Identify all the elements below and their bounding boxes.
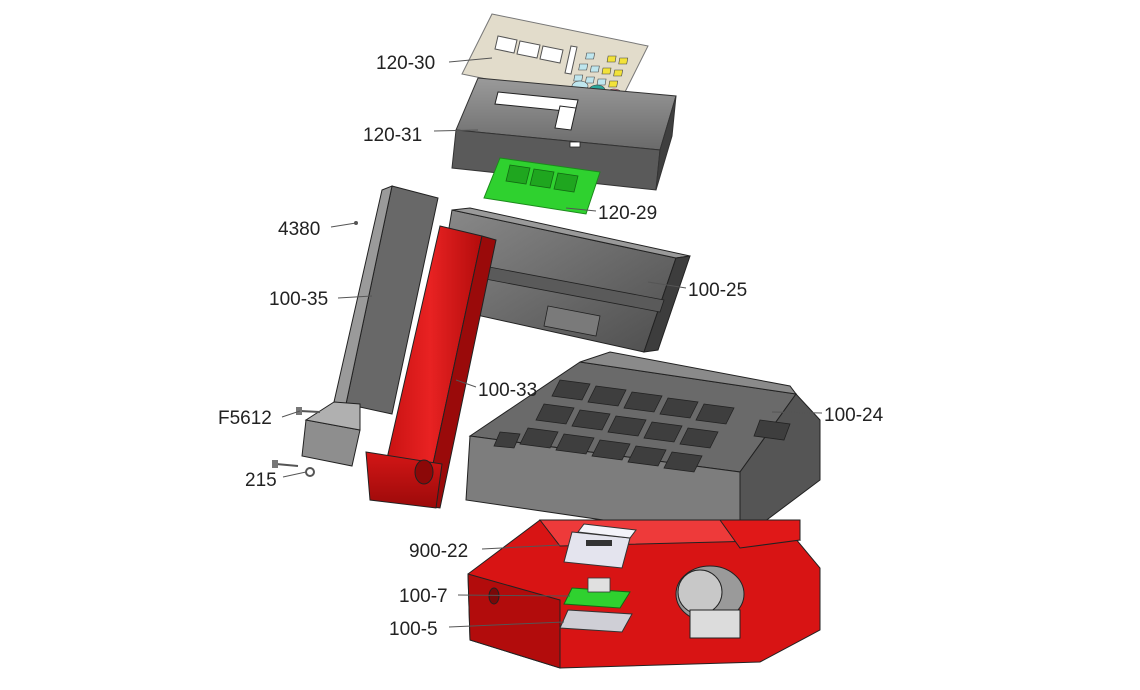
board-100-7 (563, 577, 631, 609)
label-120-31: 120-31 (363, 125, 422, 146)
label-4380: 4380 (278, 219, 320, 240)
label-100-24: 100-24 (824, 405, 884, 426)
tray-pockets (493, 379, 791, 473)
label-100-35: 100-35 (269, 289, 328, 310)
module-900-22 (563, 523, 637, 569)
red-pillar-100-33 (365, 225, 497, 509)
label-900-22: 900-22 (409, 541, 468, 562)
label-100-5: 100-5 (389, 619, 438, 640)
label-F5612: F5612 (218, 408, 272, 429)
label-100-7: 100-7 (399, 586, 448, 607)
side-cover-100-35 (301, 185, 439, 467)
display-housing-120-31 (451, 77, 677, 191)
overlay-display-windows (494, 35, 578, 75)
base-frame (467, 519, 821, 669)
label-120-30: 120-30 (376, 53, 435, 74)
display-pcb-120-29 (483, 157, 601, 215)
plate-100-5 (559, 609, 633, 633)
motor (675, 565, 745, 639)
label-100-33: 100-33 (478, 380, 537, 401)
label-215: 215 (245, 470, 277, 491)
part-labels: 120-30 120-31 120-29 4380 100-35 100-25 … (218, 53, 884, 640)
label-120-29: 120-29 (598, 203, 657, 224)
screw-215 (272, 460, 315, 477)
keypad-tray-100-24 (465, 351, 821, 541)
upper-shell-100-25 (435, 207, 691, 353)
label-100-25: 100-25 (688, 280, 747, 301)
leader-lines (281, 57, 823, 628)
